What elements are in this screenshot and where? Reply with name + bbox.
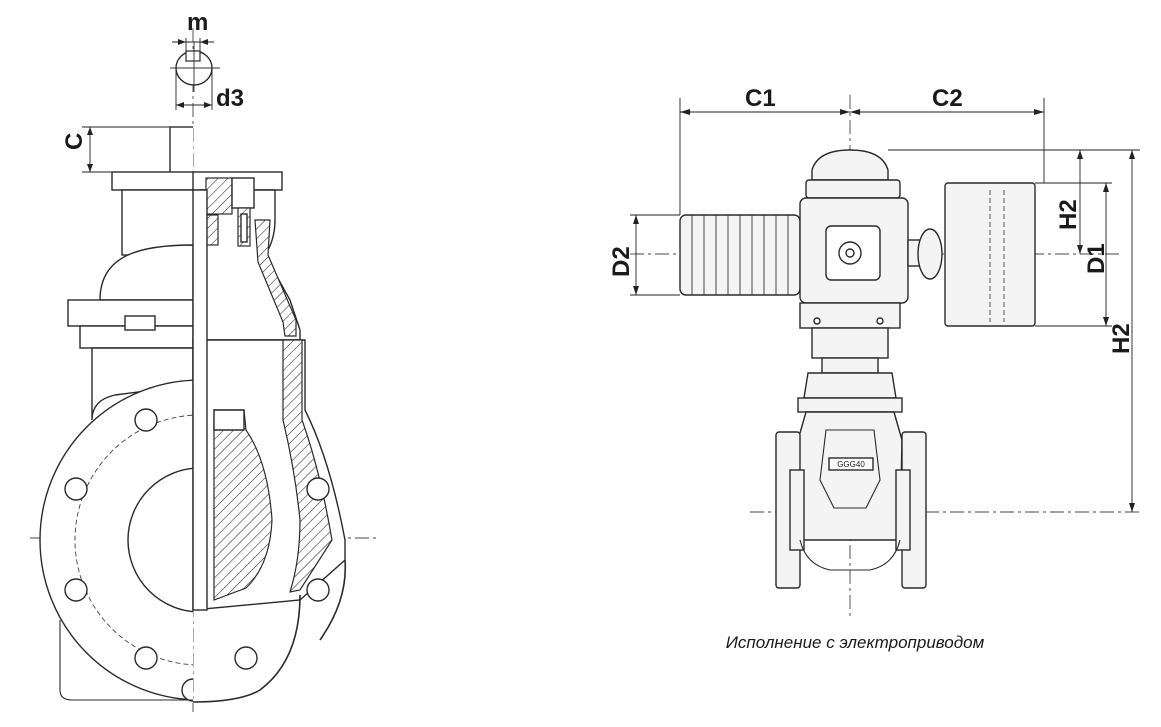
valve-body: GGG40	[775, 411, 927, 589]
label-c2: C2	[932, 85, 963, 112]
actuator-housing	[799, 149, 909, 329]
label-d3: d3	[216, 85, 244, 112]
dimension-h2-top	[888, 149, 1140, 254]
yoke	[797, 327, 903, 413]
side-gearbox	[907, 182, 1036, 327]
dimension-d1	[1035, 182, 1112, 327]
label-c: C	[61, 133, 88, 150]
label-h2-top: H2	[1055, 199, 1082, 230]
label-c1: C1	[745, 85, 776, 112]
motor	[679, 214, 801, 296]
dimension-c1-c2	[679, 98, 1045, 215]
label-m: m	[187, 9, 208, 36]
stem-end-detail	[170, 38, 220, 110]
caption: Исполнение с электроприводом	[726, 633, 985, 652]
dimension-h2-full	[1129, 150, 1135, 512]
model-plate: GGG40	[837, 460, 865, 469]
label-d2: D2	[608, 246, 635, 277]
exterior-half	[39, 126, 193, 702]
label-h2-full: H2	[1108, 323, 1135, 354]
sectioned-half	[192, 171, 347, 703]
dimension-d2	[630, 214, 680, 296]
sectional-view: m d3 C	[30, 9, 380, 712]
label-d1: D1	[1083, 243, 1110, 274]
actuator-view: GGG40 C1 C2 D2	[608, 85, 1140, 652]
